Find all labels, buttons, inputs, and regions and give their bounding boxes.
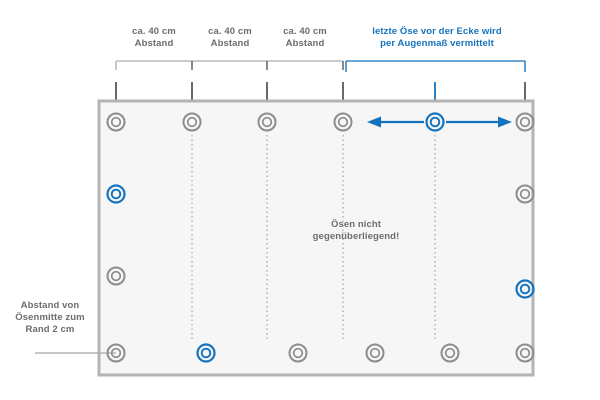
grommet[interactable] <box>333 112 353 132</box>
corner-spacing-arrows <box>367 116 512 128</box>
arrow-left <box>367 116 424 128</box>
edge-distance-note-label: Abstand von Ösenmitte zum Rand 2 cm <box>15 300 85 335</box>
grommets-right-edge <box>515 184 535 299</box>
corner-note-label: letzte Öse vor der Ecke wird per Augenma… <box>372 26 502 49</box>
grommet[interactable] <box>515 184 535 204</box>
grommet[interactable] <box>106 266 126 286</box>
spacing-label-2: ca. 40 cm Abstand <box>208 26 252 49</box>
center-note-label: Ösen nicht gegenüberliegend! <box>312 219 400 242</box>
dotted-alignment-lines <box>191 135 436 341</box>
grommet-highlight[interactable] <box>106 184 126 204</box>
grommet[interactable] <box>106 343 126 363</box>
tarp-panel <box>97 99 535 377</box>
grommet[interactable] <box>288 343 308 363</box>
grommet-highlight[interactable] <box>425 112 445 132</box>
grommet[interactable] <box>440 343 460 363</box>
grommet-highlight[interactable] <box>196 343 216 363</box>
top-tick-marks <box>115 82 526 100</box>
grommet[interactable] <box>257 112 277 132</box>
grommets-top-row <box>106 112 535 132</box>
spacing-label-3: ca. 40 cm Abstand <box>283 26 327 49</box>
grommet[interactable] <box>365 343 385 363</box>
grommet[interactable] <box>515 343 535 363</box>
grommet[interactable] <box>515 112 535 132</box>
grommet[interactable] <box>182 112 202 132</box>
dimension-brackets <box>115 60 526 72</box>
grommet-highlight[interactable] <box>515 279 535 299</box>
grommet[interactable] <box>106 112 126 132</box>
grommets-bottom-row <box>106 343 535 363</box>
grommets-left-edge <box>106 184 126 286</box>
arrow-right <box>446 116 512 128</box>
spacing-label-1: ca. 40 cm Abstand <box>132 26 176 49</box>
